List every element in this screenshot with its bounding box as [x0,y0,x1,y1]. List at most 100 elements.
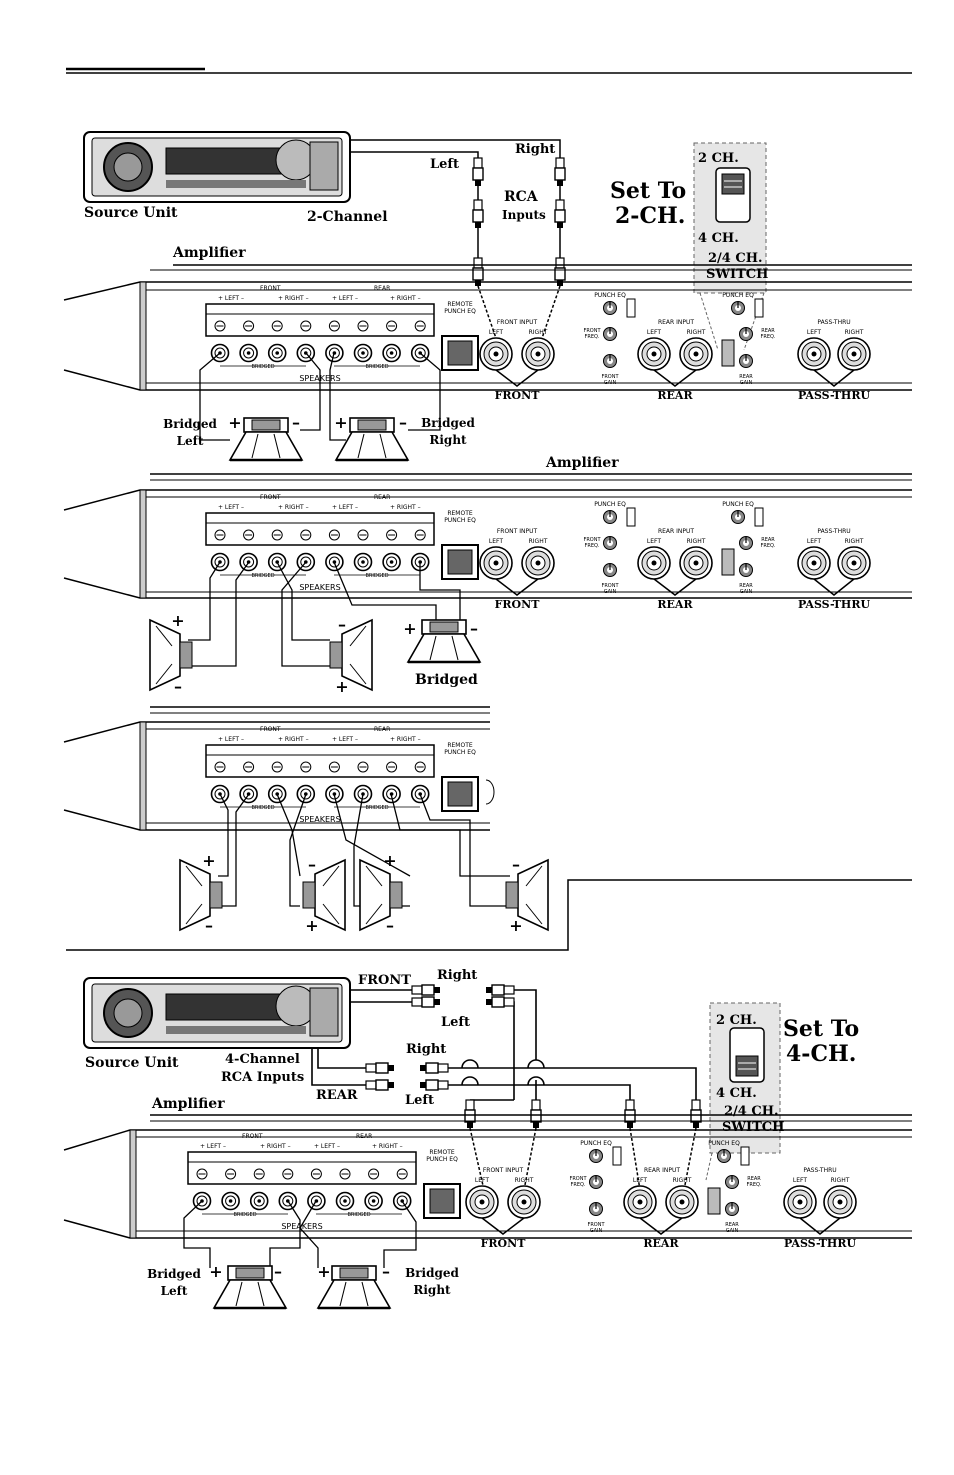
terminal-screw [310,1168,322,1180]
bridged-right-label-a: Bridged [421,416,475,430]
left-small-label: LEFT [807,329,821,336]
polarity-sign: – [308,855,316,874]
freq-label: FREQ. [746,1182,761,1188]
four-ch-label-2: 4 CH. [716,1086,757,1101]
set-to-label-2: Set To [783,1016,859,1042]
front-left-side-speaker [149,618,193,692]
speaker-wire [329,352,346,441]
rear-label-top: REAR [316,1088,358,1103]
rear-input-label: REAR INPUT [658,528,694,535]
rear-freq-knob [724,1174,740,1190]
rca-plug-left-2 [472,199,484,229]
terminal-screw [357,761,369,773]
polarity-sign: + [228,413,241,432]
switch-label-1a: 2/4 CH. [708,251,763,266]
left-small-label: LEFT [807,538,821,545]
bridged-small-label: BRIDGED [365,573,388,579]
front-left-spk-4ch [179,858,223,932]
remote-label: REMOTE [447,742,473,749]
rear-gain-knob [724,1201,740,1217]
pass-thru-bracket-label: PASS-THRU [798,598,871,611]
speaker-terminal [249,1191,269,1211]
speaker-wire [276,561,330,641]
rear-bracket-label: REAR [657,389,693,402]
two-ch-big-label: 2-CH. [615,203,685,229]
set-to-label-1: Set To [610,178,686,204]
front-terminal-label: FRONT [242,1133,263,1140]
mode-switch [721,548,735,576]
polarity-sign: – [386,916,394,935]
switch-label-2a: 2/4 CH. [724,1104,779,1119]
polarity-sign: + [509,916,522,935]
gain-label: GAIN [740,380,753,386]
terminal-screw [282,1168,294,1180]
polarity-label: + LEFT – [218,295,244,302]
bridged-left-woofer-4 [212,1265,288,1310]
rca-label: RCA [504,189,539,205]
speakers-label: SPEAKERS [299,583,340,592]
rca-plug-right-2 [554,199,566,229]
left-small-label: LEFT [489,538,503,545]
terminal-screw [300,529,312,541]
polarity-label: + LEFT – [218,504,244,511]
bridged-small-label: BRIDGED [251,364,274,370]
terminal-screw [357,529,369,541]
bridged-right-label-4a: Bridged [405,1266,459,1280]
four-ch-big-label: 4-CH. [786,1041,856,1067]
remote-label: REMOTE [447,510,473,517]
punch-eq-knob [602,300,618,316]
rear-left-jack [637,337,671,371]
speaker-wire [188,561,250,667]
polarity-label: + LEFT – [332,504,358,511]
gain-label: GAIN [726,1228,739,1234]
gain-label: GAIN [740,589,753,595]
terminal-screw [328,320,340,332]
speaker-terminal [221,1191,240,1211]
freq-label: FREQ. [760,334,775,340]
bridged-left-label-4a: Bridged [147,1267,201,1281]
bridged-right-label-b: Right [429,433,467,447]
freq-label: REAR [747,1176,761,1182]
pass-right-jack [837,337,871,371]
rca-plug-right [554,157,566,187]
pass-thru-bracket-label: PASS-THRU [798,389,871,402]
right-small-label: RIGHT [529,538,548,545]
bridged-small-label: BRIDGED [251,805,274,811]
polarity-label: + LEFT – [332,295,358,302]
rear-right-spk-4ch [505,858,549,932]
four-ch-label-1: 4 CH. [698,231,739,246]
polarity-sign: + [334,413,347,432]
speaker-wire [299,1200,319,1268]
bridged-label: Bridged [415,672,478,688]
front-terminal-label: FRONT [260,285,281,292]
diagram-2-three-channel: Amplifier Bridged [63,455,912,688]
terminal-screw [386,529,398,541]
terminal-screw [271,320,283,332]
punch-eq-label: PUNCH EQ [444,308,476,315]
speaker-wire [183,1200,211,1268]
rear-gain-knob [738,353,754,369]
front-right-side-speaker [329,618,373,692]
terminal-strip [187,1151,417,1185]
terminal-screw [386,320,398,332]
amplifier-label-1: Amplifier [172,245,246,261]
terminal-screw [386,761,398,773]
polarity-label: + RIGHT – [260,1143,291,1150]
front-input-label: FRONT INPUT [497,528,538,535]
rca-inputs-label: RCA Inputs [221,1070,304,1085]
inputs-label: Inputs [502,208,546,222]
pass-left-jack [797,546,831,580]
gain-label: REAR [739,583,753,589]
bridged-left-label-4b: Left [161,1284,188,1298]
section-divider [66,879,912,951]
amplifier-label-4: Amplifier [151,1096,225,1112]
left-small-label: LEFT [475,1177,489,1184]
speaker-wire [188,561,221,641]
right-small-label: RIGHT [845,538,864,545]
rear-terminal-label: REAR [374,726,390,733]
speaker-terminal [239,343,258,363]
switch-label-2b: SWITCH [722,1120,784,1135]
pass-left-jack [783,1185,817,1219]
punch-eq-small-label: PUNCH EQ [708,1140,740,1147]
